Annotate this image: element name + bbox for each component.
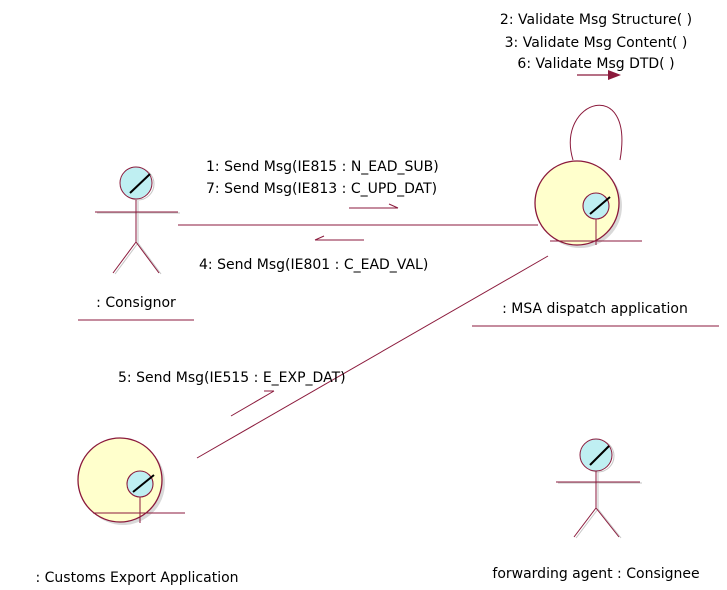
consignor-label: : Consignor	[96, 295, 176, 311]
consignor-actor-icon	[95, 166, 180, 275]
consignee-actor-icon	[556, 438, 642, 539]
msa-label: : MSA dispatch application	[502, 301, 688, 317]
message-label: 1: Send Msg(IE815 : N_EAD_SUB)	[206, 159, 439, 175]
self-message-label: 3: Validate Msg Content( )	[505, 35, 688, 51]
self-link-msa	[569, 104, 623, 161]
message-label: 7: Send Msg(IE813 : C_UPD_DAT)	[206, 181, 437, 197]
message-arrow-left	[314, 235, 364, 241]
message-label: 5: Send Msg(IE515 : E_EXP_DAT)	[118, 370, 346, 386]
self-message-arrow	[577, 70, 621, 80]
self-message-label: 6: Validate Msg DTD( )	[517, 56, 674, 72]
link-customs-msa	[196, 255, 549, 459]
self-message-label: 2: Validate Msg Structure( )	[500, 12, 692, 28]
message-label: 4: Send Msg(IE801 : C_EAD_VAL)	[199, 257, 428, 273]
customs-label: : Customs Export Application	[35, 570, 238, 586]
customs-application-icon	[77, 437, 185, 525]
msa-application-icon	[534, 160, 642, 248]
message-arrow-right	[349, 203, 399, 209]
message-arrow-diagonal	[230, 390, 275, 417]
consignee-label: forwarding agent : Consignee	[492, 566, 699, 582]
